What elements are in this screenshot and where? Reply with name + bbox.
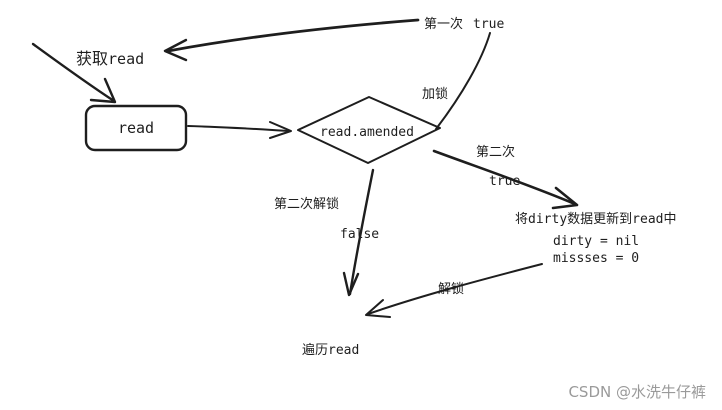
watermark: CSDN @水洗牛仔裤 — [568, 383, 706, 401]
unlock-label: 解锁 — [438, 281, 464, 297]
entry-arrow-head — [89, 77, 117, 104]
second-true-arrow-head — [551, 186, 579, 210]
first-true-loop-line — [435, 32, 491, 130]
false-arrow-head — [342, 271, 360, 297]
read-to-decision-arrow-head — [269, 121, 292, 139]
second-true-label: true — [489, 174, 520, 189]
second-unlock-label: 第二次解锁 — [274, 196, 339, 212]
read-to-decision-arrow — [187, 125, 291, 132]
misses-zero-label: missses = 0 — [553, 251, 639, 266]
unlock-arrow — [367, 263, 543, 315]
lock-label: 加锁 — [422, 86, 448, 102]
read-box-label: read — [118, 119, 154, 137]
decision-diamond — [297, 96, 441, 164]
first-true-return-arrow-head — [163, 38, 188, 62]
false-label: false — [340, 227, 379, 242]
decision-label: read.amended — [320, 125, 414, 140]
second-time-label: 第二次 — [476, 144, 515, 160]
update-action-label: 将dirty数据更新到read中 — [515, 211, 677, 227]
unlock-arrow-head — [365, 299, 391, 318]
read-box — [84, 104, 188, 152]
first-true-return-arrow — [166, 18, 420, 53]
second-true-arrow — [432, 149, 577, 206]
dirty-nil-label: dirty = nil — [553, 234, 639, 249]
iterate-label: 遍历read — [302, 342, 359, 358]
start-label: 获取read — [76, 49, 144, 68]
entry-arrow — [31, 42, 116, 103]
false-arrow — [348, 168, 375, 296]
